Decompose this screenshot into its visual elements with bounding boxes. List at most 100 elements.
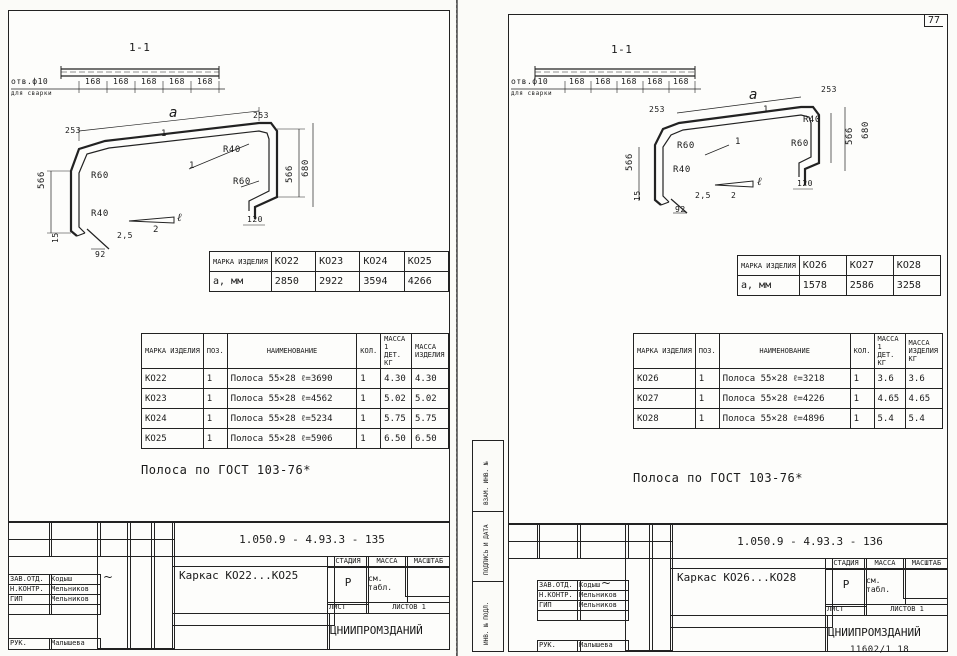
cell-pos: 1 bbox=[202, 408, 228, 429]
radius-r40: R40 bbox=[673, 165, 691, 175]
person-name bbox=[577, 610, 629, 621]
cell-name: Полоса 55×28 ℓ=4562 bbox=[226, 388, 358, 409]
section-label: 1-1 bbox=[129, 41, 151, 54]
cell-mass-item: 5.4 bbox=[904, 408, 943, 429]
mass-value: см. табл. bbox=[366, 567, 408, 603]
header-cell: МАРКА ИЗДЕЛИЯ bbox=[141, 333, 204, 369]
table-row: МАРКА ИЗДЕЛИЯ ПОЗ. НАИМЕНОВАНИЕ КОЛ. МАС… bbox=[141, 333, 449, 369]
cell-mass-part: 3.6 bbox=[873, 368, 906, 389]
role-label: РУК. bbox=[9, 638, 52, 649]
mark-cell: КО22 bbox=[270, 251, 317, 272]
pitch-dim: 168 bbox=[197, 77, 213, 86]
position-1: 1 bbox=[161, 129, 167, 139]
table-row: МАРКА ИЗДЕЛИЯ КО26 КО27 КО28 bbox=[737, 255, 941, 276]
position-2: 2 bbox=[731, 191, 737, 200]
drawing-code: 1.050.9 - 4.93.3 - 135 bbox=[172, 522, 449, 567]
cell-qty: 1 bbox=[356, 368, 382, 389]
mark-cell: КО23 bbox=[315, 251, 361, 272]
mark-cell: КО27 bbox=[845, 255, 894, 276]
holes-label: отв.ф10 bbox=[11, 77, 49, 86]
marks-table: МАРКА ИЗДЕЛИЯ КО26 КО27 КО28 a, мм 1578 … bbox=[737, 255, 941, 296]
stage-value: Р bbox=[825, 569, 867, 607]
dim-566: 566 bbox=[285, 165, 295, 183]
signature: ~ bbox=[601, 576, 612, 590]
length-l: ℓ bbox=[757, 175, 763, 188]
cell-mass-part: 5.75 bbox=[380, 408, 413, 429]
strip-label: ВЗАМ. ИНВ. № bbox=[483, 461, 490, 505]
cell-qty: 1 bbox=[849, 368, 875, 389]
cell-qty: 1 bbox=[849, 408, 875, 429]
signature: ~ bbox=[103, 570, 114, 584]
dim-680: 680 bbox=[301, 159, 311, 177]
a-value: 3258 bbox=[892, 275, 941, 296]
cell-mass-part: 5.4 bbox=[873, 408, 906, 429]
dim-a: a bbox=[169, 105, 178, 121]
a-value: 1578 bbox=[798, 275, 847, 296]
table-row: КО24 1 Полоса 55×28 ℓ=5234 1 5.75 5.75 bbox=[141, 408, 449, 429]
position-2: 2 bbox=[153, 225, 159, 235]
header-cell: НАИМЕНОВАНИЕ bbox=[226, 333, 358, 369]
pitch-dim: 168 bbox=[169, 77, 185, 86]
mark-cell: КО28 bbox=[892, 255, 941, 276]
radius-r40: R40 bbox=[223, 145, 241, 155]
table-row: a, мм 1578 2586 3258 bbox=[737, 275, 941, 296]
dim-15: 15 bbox=[51, 232, 60, 243]
holes-sub: для сварки bbox=[11, 90, 53, 97]
table-row: МАРКА ИЗДЕЛИЯ КО22 КО23 КО24 КО25 bbox=[209, 251, 449, 272]
dim-566: 566 bbox=[625, 153, 635, 171]
stage-value: Р bbox=[327, 567, 369, 605]
position-1: 1 bbox=[763, 105, 769, 115]
cell-qty: 1 bbox=[849, 388, 875, 409]
table-row: КО25 1 Полоса 55×28 ℓ=5906 1 6.50 6.50 bbox=[141, 428, 449, 449]
header-cell: МАССА ИЗДЕЛИЯ КГ bbox=[904, 333, 943, 369]
pitch-dim: 168 bbox=[673, 77, 689, 86]
a-value: 4266 bbox=[403, 271, 449, 292]
table-row: МАРКА ИЗДЕЛИЯ ПОЗ. НАИМЕНОВАНИЕ КОЛ. МАС… bbox=[633, 333, 943, 369]
organization: ЦНИИПРОМЗДАНИЙ bbox=[825, 615, 947, 651]
pitch-dim: 168 bbox=[141, 77, 157, 86]
cell-mass-part: 4.65 bbox=[873, 388, 906, 409]
page-number: 77 bbox=[923, 15, 943, 27]
cell-mark: КО24 bbox=[141, 408, 204, 429]
cell-mark: КО22 bbox=[141, 368, 204, 389]
header-cell: ПОЗ. bbox=[694, 333, 720, 369]
a-value: 2922 bbox=[315, 271, 361, 292]
dim-120: 120 bbox=[247, 215, 263, 224]
specification-table: МАРКА ИЗДЕЛИЯ ПОЗ. НАИМЕНОВАНИЕ КОЛ. МАС… bbox=[633, 333, 943, 429]
header-cell: МАССА 1 ДЕТ. КГ bbox=[873, 333, 906, 369]
table-row: a, мм 2850 2922 3594 4266 bbox=[209, 271, 449, 292]
table-row: КО23 1 Полоса 55×28 ℓ=4562 1 5.02 5.02 bbox=[141, 388, 449, 409]
position-1: 1 bbox=[189, 161, 195, 171]
role-label bbox=[537, 610, 581, 621]
cell-mass-part: 5.02 bbox=[380, 388, 413, 409]
pitch-dim: 168 bbox=[595, 77, 611, 86]
specification-table: МАРКА ИЗДЕЛИЯ ПОЗ. НАИМЕНОВАНИЕ КОЛ. МАС… bbox=[141, 333, 449, 449]
radius-r60: R60 bbox=[677, 141, 695, 151]
radius-r60: R60 bbox=[233, 177, 251, 187]
cell-pos: 1 bbox=[694, 388, 720, 409]
mark-cell: КО26 bbox=[798, 255, 847, 276]
drawing-sheet-right: 77 1-1 отв.ф10 для сварки 168 168 168 16… bbox=[508, 14, 948, 652]
cell-mark: КО26 bbox=[633, 368, 696, 389]
cell-pos: 1 bbox=[694, 368, 720, 389]
person-name bbox=[49, 604, 101, 615]
a-value: 3594 bbox=[359, 271, 405, 292]
table-row: КО27 1 Полоса 55×28 ℓ=4226 1 4.65 4.65 bbox=[633, 388, 943, 409]
bracket-drawing bbox=[11, 66, 314, 250]
header-cell: КОЛ. bbox=[356, 333, 382, 369]
cell-name: Полоса 55×28 ℓ=5906 bbox=[226, 428, 358, 449]
strip-label: ИНВ. № ПОДЛ. bbox=[483, 601, 490, 645]
dim-92: 92 bbox=[675, 205, 686, 214]
title-block: 1.050.9 - 4.93.3 - 136 ЗАВ.ОТД. Кодыш Н.… bbox=[509, 523, 947, 651]
dim-253: 253 bbox=[65, 126, 81, 135]
dim-566: 566 bbox=[37, 171, 47, 189]
cell-qty: 1 bbox=[356, 388, 382, 409]
footer-code: 11602/1 18 bbox=[850, 645, 910, 655]
table-row: КО28 1 Полоса 55×28 ℓ=4896 1 5.4 5.4 bbox=[633, 408, 943, 429]
pitch-dim: 168 bbox=[647, 77, 663, 86]
a-header: a, мм bbox=[737, 275, 800, 296]
a-value: 2586 bbox=[845, 275, 894, 296]
cell-name: Полоса 55×28 ℓ=5234 bbox=[226, 408, 358, 429]
cell-mark: КО23 bbox=[141, 388, 204, 409]
cell-name: Полоса 55×28 ℓ=3690 bbox=[226, 368, 358, 389]
